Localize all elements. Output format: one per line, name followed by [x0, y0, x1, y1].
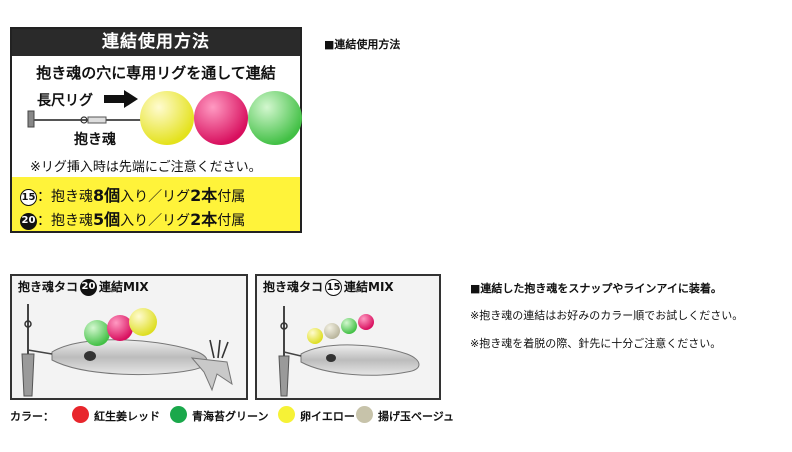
spec-rig-count: 2本	[190, 210, 218, 229]
spec-count: 5個	[93, 210, 121, 229]
pink-ball	[194, 91, 248, 145]
usage-note-hook-caution: ※抱き魂を着脱の際、針先に十分ご注意ください。	[470, 337, 722, 350]
usage-note-color-order: ※抱き魂の連結はお好みのカラー順でお試しください。	[470, 309, 744, 322]
color-swatch-green	[170, 406, 187, 423]
size-badge-15: 15	[20, 188, 37, 206]
size-badge-15: 15	[325, 279, 343, 296]
caption-mix: 連結MIX	[99, 280, 149, 294]
size-badge-20: 20	[20, 212, 37, 230]
caption-mix: 連結MIX	[344, 280, 394, 294]
octopus-lure-illustration	[21, 304, 233, 397]
long-rig-label: 長尺リグ	[37, 90, 93, 110]
caption-name: 抱き魂タコ	[263, 280, 324, 294]
legend-text: 青海苔グリーン	[192, 410, 269, 423]
octopus-lure-illustration	[278, 306, 420, 397]
yellow-ball	[140, 91, 194, 145]
usage-note-main: ■連結した抱き魂をスナップやラインアイに装着。	[470, 282, 722, 295]
spec-line-15: 15：抱き魂8個入り／リグ2本付属	[20, 182, 245, 206]
spec-mid: 入り／リグ	[120, 189, 191, 205]
spec-count: 8個	[93, 186, 121, 205]
legend-text: 揚げ玉ベージュ	[378, 410, 455, 423]
usage-panel: 連結使用方法 抱き魂の穴に専用リグを通して連結 長尺リグ 抱き魂 ※リグ挿入時は…	[10, 27, 302, 233]
rig-caution: ※リグ挿入時は先端にご注意ください。	[30, 160, 262, 175]
panel-header: 連結使用方法	[12, 29, 300, 56]
legend-text: 紅生姜レッド	[94, 410, 160, 423]
color-legend: カラー： 紅生姜レッド 青海苔グリーン 卵イエロー 揚げ玉ベージュ	[10, 404, 454, 426]
long-rig-text: 長尺リグ	[37, 93, 93, 109]
green-ball	[248, 91, 302, 145]
spec-prefix: ：抱き魂	[37, 213, 93, 229]
legend-label-text: カラー：	[10, 410, 54, 423]
spec-prefix: ：抱き魂	[37, 189, 93, 205]
spec-mid: 入り／リグ	[120, 213, 191, 229]
rig-illustration	[27, 110, 144, 128]
color-swatch-beige	[356, 406, 373, 423]
color-swatch-red	[72, 406, 89, 423]
panel-instruction: 抱き魂の穴に専用リグを通して連結	[36, 64, 276, 82]
size-badge-20: 20	[80, 279, 98, 296]
daki-balls-illustration	[140, 91, 302, 145]
legend-text: 卵イエロー	[300, 410, 355, 423]
spec-line-20: 20：抱き魂5個入り／リグ2本付属	[20, 206, 245, 230]
color-swatch-yellow	[278, 406, 295, 423]
usage-heading: ■連結使用方法	[324, 38, 401, 51]
daki-label: 抱き魂	[74, 132, 116, 148]
spec-rig-count: 2本	[190, 186, 218, 205]
arrow-right-icon	[104, 90, 138, 108]
spec-suffix: 付属	[217, 189, 246, 205]
caption-name: 抱き魂タコ	[18, 280, 79, 294]
spec-suffix: 付属	[217, 213, 246, 229]
spec-box: 15：抱き魂8個入り／リグ2本付属 20：抱き魂5個入り／リグ2本付属	[12, 177, 300, 231]
